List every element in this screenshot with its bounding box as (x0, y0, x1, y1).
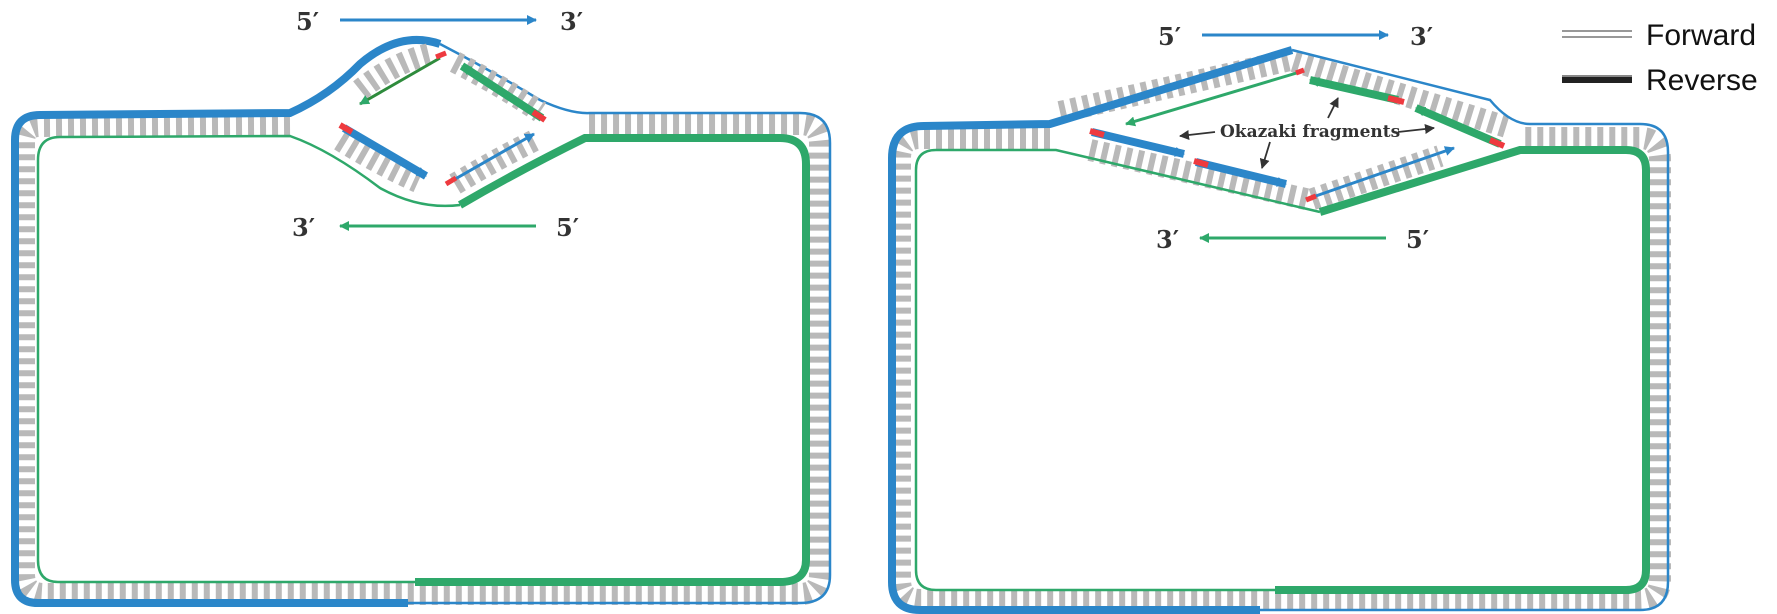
okazaki-pointer-down (1259, 141, 1271, 169)
right-primer-6 (1305, 193, 1317, 203)
right-new-strand-green-1 (1125, 70, 1301, 127)
right-inner-strand-thick (1275, 146, 1650, 594)
right-new-strand-blue-2 (1195, 158, 1287, 188)
legend-reverse-label: Reverse (1646, 64, 1758, 97)
left-new-strand-blue-leading (341, 124, 429, 180)
legend-item-reverse: Reverse (1562, 64, 1758, 97)
right-primer-4 (1089, 128, 1105, 138)
right-top-3prime-label: 3′ (1410, 22, 1433, 51)
right-primer-2 (1387, 95, 1405, 105)
left-top-3prime-label: 3′ (560, 7, 583, 36)
right-new-strand-green-2 (1309, 76, 1399, 104)
left-new-strand-green-lagging (359, 56, 441, 106)
left-outer-strand-thin (408, 42, 832, 605)
right-bottom-3prime-label: 3′ (1156, 225, 1179, 254)
okazaki-fragments-label: Okazaki fragments (1220, 122, 1400, 142)
right-primer-3 (1488, 137, 1506, 149)
left-new-strand-blue-lagging (449, 132, 535, 184)
right-bubble-rungs-lower (1087, 139, 1444, 212)
right-outer-strand-thick (888, 46, 1294, 614)
right-bottom-5prime-label: 5′ (1406, 225, 1429, 254)
right-top-5prime-label: 5′ (1158, 22, 1181, 51)
left-primer-2 (531, 109, 547, 123)
left-base-pairs (13, 113, 831, 605)
left-bottom-5prime-label: 5′ (556, 213, 579, 242)
right-base-pairs (889, 127, 1671, 611)
left-inner-strand-thin (36, 134, 461, 584)
left-bubble-rungs-lower-right (449, 130, 540, 194)
left-primer-3 (338, 122, 354, 135)
okazaki-pointer-right (1397, 124, 1435, 134)
left-replication-bubble: 5′ 3′ 3′ 5′ (11, 7, 832, 607)
left-primer-4 (444, 175, 458, 187)
legend-item-forward: Forward (1562, 19, 1756, 52)
right-outer-strand-thin (1260, 48, 1670, 612)
right-bubble-rungs-upper (1057, 48, 1514, 139)
right-inner-strand-thin (914, 148, 1321, 592)
legend: Forward Reverse (1562, 19, 1758, 97)
left-primer-1 (435, 50, 447, 60)
left-new-strand-green-leading (459, 62, 545, 122)
okazaki-pointer-up (1327, 97, 1339, 119)
legend-forward-label: Forward (1646, 19, 1756, 52)
left-top-5prime-label: 5′ (296, 7, 319, 36)
left-outer-strand-thick (11, 35, 442, 607)
left-bottom-3prime-label: 3′ (292, 213, 315, 242)
right-primer-1 (1295, 67, 1305, 76)
right-new-strand-blue-1 (1091, 128, 1185, 158)
right-replication-bubble: Okazaki fragments 5′ 3′ 3′ 5′ (888, 22, 1671, 614)
left-inner-strand-thick (415, 134, 810, 586)
left-bubble-rungs-upper-left (353, 43, 433, 99)
right-new-strand-blue-3 (1309, 146, 1455, 200)
right-primer-5 (1193, 158, 1209, 168)
right-new-strand-green-3 (1414, 104, 1502, 148)
okazaki-pointer-left (1179, 130, 1216, 140)
